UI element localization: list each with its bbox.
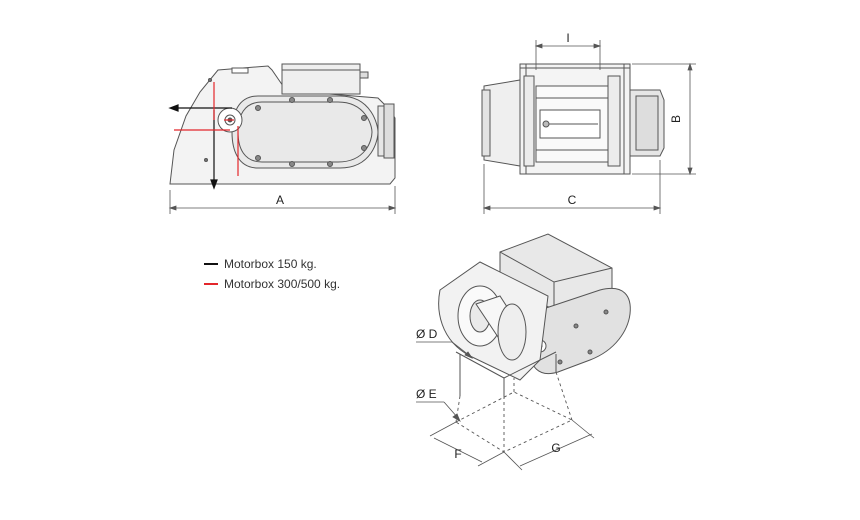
dimension-g-label: G	[551, 441, 560, 455]
isometric-view	[438, 233, 631, 396]
legend-swatch-red	[204, 283, 218, 285]
legend-label-motorbox-150: Motorbox 150 kg.	[224, 257, 317, 271]
dimension-a	[168, 186, 397, 214]
iso-footprint	[455, 371, 574, 453]
side-motor-box	[281, 63, 361, 95]
legend-label-motorbox-300-500: Motorbox 300/500 kg.	[224, 277, 341, 291]
dimension-i-label: I	[566, 31, 569, 45]
dimension-b	[632, 62, 696, 176]
leader-e	[416, 401, 461, 422]
legend-item-motorbox-150: Motorbox 150 kg.	[204, 254, 340, 274]
dimension-d-label: Ø D	[416, 327, 438, 341]
dimension-a-label: A	[276, 193, 284, 207]
legend: Motorbox 150 kg. Motorbox 300/500 kg.	[204, 254, 340, 294]
dimension-e-label: Ø E	[416, 387, 437, 401]
side-view	[169, 63, 396, 185]
dimension-g	[503, 419, 595, 471]
dimension-b-label: B	[669, 115, 683, 123]
dimension-c	[482, 160, 662, 214]
legend-swatch-black	[204, 263, 218, 265]
front-view	[481, 63, 665, 175]
dimension-i	[534, 40, 602, 70]
side-markers-black	[168, 104, 232, 190]
legend-item-motorbox-300-500: Motorbox 300/500 kg.	[204, 274, 340, 294]
side-markers-red	[174, 82, 239, 176]
leader-d	[416, 341, 474, 359]
dimension-c-label: C	[568, 193, 577, 207]
dimension-f-label: F	[454, 447, 461, 461]
dimension-f	[429, 421, 505, 467]
